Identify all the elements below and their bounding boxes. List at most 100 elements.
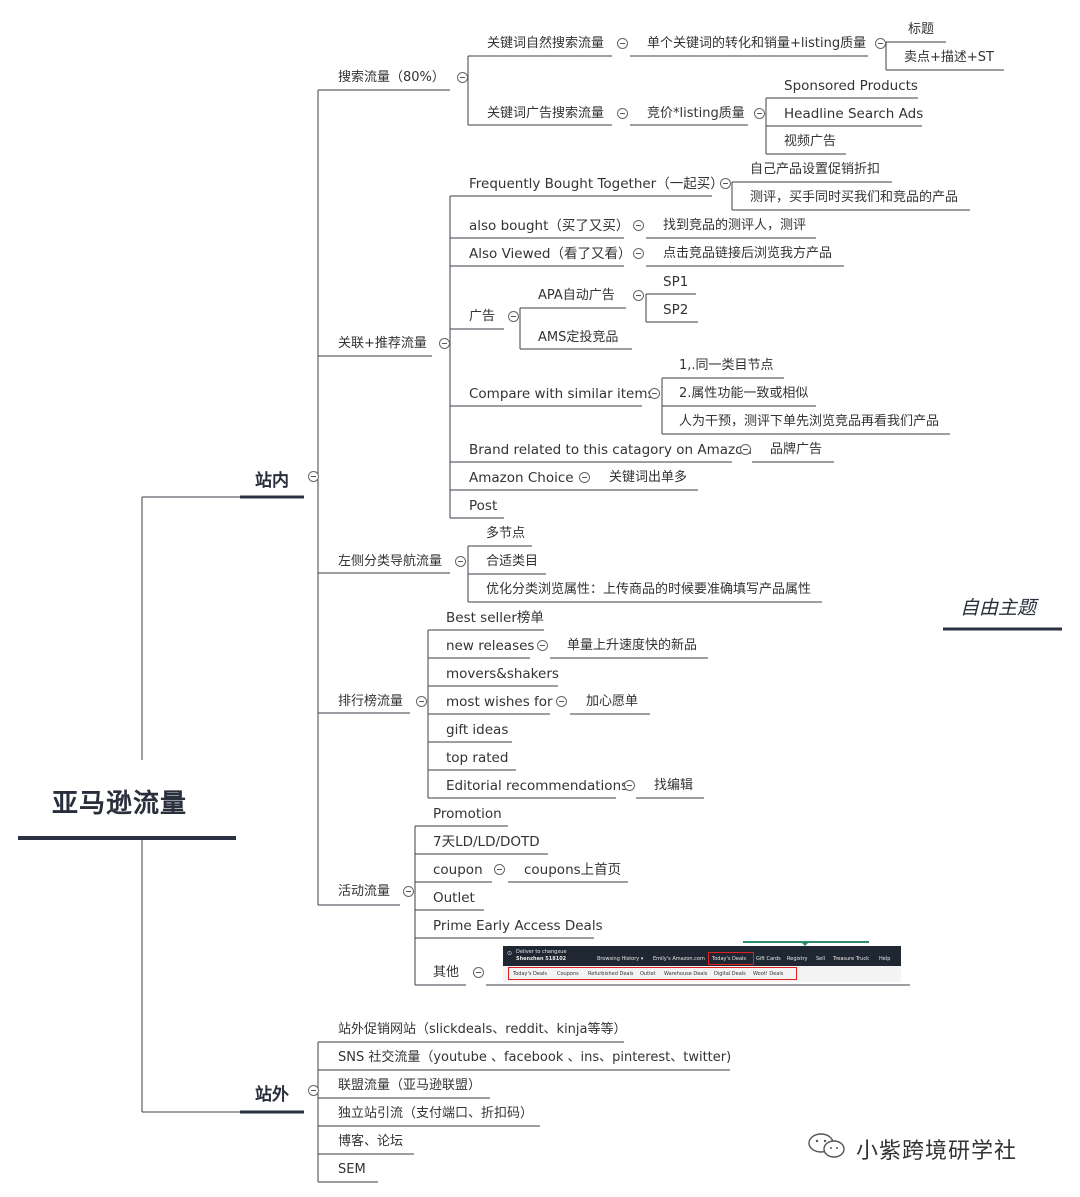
node-offsite-promo: 站外促销网站（slickdeals、reddit、kinja等等） [338, 1022, 627, 1037]
node-search-traffic: 搜索流量（80%） [338, 70, 445, 85]
node-fbt-review: 测评，买手同时买我们和竞品的产品 [750, 190, 959, 205]
node-movers-shakers: movers&shakers [446, 666, 559, 682]
free-topic: 自由主题 [960, 597, 1037, 619]
node-brand: Brand related to this catagory on Amazon [469, 442, 752, 458]
node-compare: Compare with similar items [469, 386, 655, 402]
nav-emilys-amazon[interactable]: Emily's Amazon.com [653, 956, 705, 962]
node-blog-forum: 博客、论坛 [338, 1134, 404, 1149]
collapse-toggle-icon[interactable] [617, 38, 628, 49]
node-sp1: SP1 [663, 274, 689, 290]
green-pointer-icon [801, 942, 809, 946]
node-also-viewed: Also Viewed（看了又看） [469, 246, 632, 262]
node-prime-early: Prime Early Access Deals [433, 918, 603, 934]
collapse-toggle-icon[interactable] [416, 696, 427, 707]
collapse-toggle-icon[interactable] [508, 311, 519, 322]
branch-offsite: 站外 [255, 1085, 289, 1105]
collapse-toggle-icon[interactable] [649, 388, 660, 399]
node-amazon-choice: Amazon Choice [469, 470, 574, 486]
nav-treasure-truck[interactable]: Treasure Truck [833, 956, 869, 962]
nav-sell[interactable]: Sell [816, 956, 826, 962]
node-ranking-traffic: 排行榜流量 [338, 694, 404, 709]
node-bid-quality: 竞价*listing质量 [647, 106, 745, 121]
node-choice-leaf: 关键词出单多 [609, 470, 688, 485]
node-bullets: 卖点+描述+ST [904, 50, 994, 65]
node-post: Post [469, 498, 498, 514]
nav-browsing-history[interactable]: Browsing History ▾ [597, 956, 644, 962]
collapse-toggle-icon[interactable] [740, 444, 751, 455]
collapse-toggle-icon[interactable] [439, 338, 450, 349]
node-sns: SNS 社交流量（youtube 、facebook 、ins、pinteres… [338, 1050, 732, 1065]
node-best-seller: Best seller榜单 [446, 610, 544, 626]
collapse-toggle-icon[interactable] [875, 38, 886, 49]
collapse-toggle-icon[interactable] [633, 290, 644, 301]
collapse-toggle-icon[interactable] [617, 108, 628, 119]
subnav-coupons[interactable]: Coupons [557, 971, 579, 977]
node-new-releases: new releases [446, 638, 535, 654]
node-headline-search-ads: Headline Search Ads [784, 106, 924, 122]
collapse-toggle-icon[interactable] [473, 967, 484, 978]
collapse-toggle-icon[interactable] [308, 1085, 319, 1096]
collapse-toggle-icon[interactable] [455, 556, 466, 567]
subnav-highlight [508, 967, 797, 980]
node-apa: APA自动广告 [538, 288, 615, 303]
node-ads: 广告 [469, 309, 496, 324]
collapse-toggle-icon[interactable] [537, 640, 548, 651]
watermark-text: 小紫跨境研学社 [856, 1139, 1018, 1164]
node-conversion-quality: 单个关键词的转化和销量+listing质量 [647, 36, 867, 51]
subnav-todays-deals[interactable]: Today's Deals [513, 971, 548, 977]
node-multi-node: 多节点 [486, 526, 526, 541]
todays-deals-highlight [708, 952, 754, 965]
collapse-toggle-icon[interactable] [633, 248, 644, 259]
node-also-bought-leaf: 找到竞品的测评人，测评 [663, 218, 807, 233]
branch-onsite: 站内 [255, 471, 289, 491]
node-new-releases-leaf: 单量上升速度快的新品 [567, 638, 698, 653]
nav-gift-cards[interactable]: Gift Cards [756, 956, 781, 962]
node-compare-leaf2: 2.属性功能一致或相似 [679, 386, 809, 401]
collapse-toggle-icon[interactable] [624, 780, 635, 791]
nav-todays-deals[interactable]: Today's Deals [712, 956, 747, 962]
node-ams: AMS定投竞品 [538, 330, 619, 345]
node-sp2: SP2 [663, 302, 689, 318]
node-also-bought: also bought（买了又买） [469, 218, 630, 234]
nav-registry[interactable]: Registry [787, 956, 808, 962]
nav-help[interactable]: Help [879, 956, 891, 962]
collapse-toggle-icon[interactable] [754, 108, 765, 119]
node-brand-leaf: 品牌广告 [770, 442, 823, 457]
amazon-nav-screenshot: ⊙ Deliver to changxue Shenzhen 518102 Br… [503, 941, 901, 982]
node-sem: SEM [338, 1162, 366, 1177]
collapse-toggle-icon[interactable] [579, 472, 590, 483]
deliver-to: Deliver to changxue [516, 949, 567, 955]
node-editorial: Editorial recommendations [446, 778, 629, 794]
node-fbt: Frequently Bought Together（一起买） [469, 176, 724, 192]
collapse-toggle-icon[interactable] [720, 178, 731, 189]
subnav-woot[interactable]: Woot! Deals [753, 971, 784, 977]
node-ad-search: 关键词广告搜索流量 [487, 106, 605, 121]
collapse-toggle-icon[interactable] [633, 220, 644, 231]
node-video-ads: 视频广告 [784, 134, 837, 149]
root-topic: 亚马逊流量 [52, 789, 188, 819]
subnav-refurbished[interactable]: Refurbished Deals [588, 971, 634, 977]
node-wishes-leaf: 加心愿单 [586, 694, 639, 709]
node-fbt-promo: 自己产品设置促销折扣 [750, 162, 881, 177]
node-other: 其他 [433, 965, 460, 980]
node-events-traffic: 活动流量 [338, 884, 391, 899]
subnav-warehouse[interactable]: Warehouse Deals [664, 971, 708, 977]
collapse-toggle-icon[interactable] [457, 72, 468, 83]
node-top-rated: top rated [446, 750, 509, 766]
subnav-digital[interactable]: Digital Deals [714, 971, 746, 977]
node-affiliate: 联盟流量（亚马逊联盟） [338, 1078, 482, 1093]
node-compare-leaf1: 1,.同一类目节点 [679, 358, 774, 373]
node-right-category: 合适类目 [486, 554, 539, 569]
node-title: 标题 [908, 22, 935, 37]
subnav-outlet[interactable]: Outlet [640, 971, 656, 977]
collapse-toggle-icon[interactable] [403, 886, 414, 897]
collapse-toggle-icon[interactable] [494, 864, 505, 875]
deliver-city: Shenzhen 518102 [516, 956, 567, 962]
node-outlet: Outlet [433, 890, 475, 906]
node-coupon-leaf: coupons上首页 [524, 862, 622, 878]
node-coupon: coupon [433, 862, 483, 878]
node-promotion: Promotion [433, 806, 502, 822]
collapse-toggle-icon[interactable] [556, 696, 567, 707]
collapse-toggle-icon[interactable] [308, 471, 319, 482]
